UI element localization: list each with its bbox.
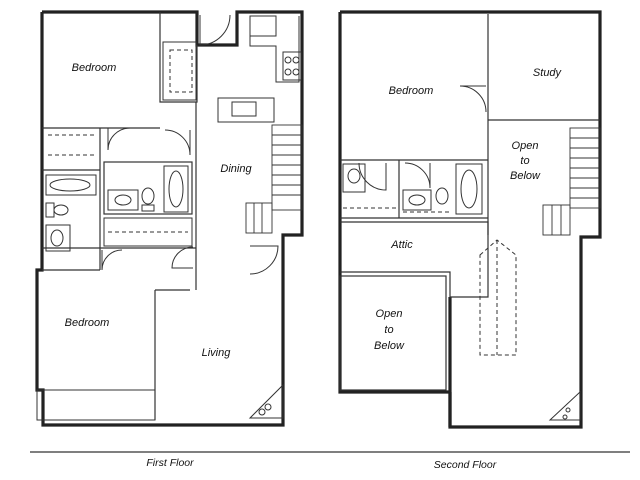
fireplace-log: [264, 403, 272, 411]
room-label-bedroom-2: Bedroom: [65, 317, 110, 329]
door-swing: [171, 246, 194, 269]
stove-burner: [292, 68, 300, 76]
closet-shelf: [169, 49, 193, 93]
room-label-dining: Dining: [220, 163, 252, 175]
stove-burner: [284, 68, 292, 76]
fireplace: [248, 383, 284, 419]
sink-basin: [408, 194, 426, 206]
toilet-bowl: [141, 187, 155, 205]
first-floor-caption: First Floor: [146, 457, 194, 469]
toilet-tank: [45, 202, 55, 218]
open-to-below-area: [339, 275, 447, 391]
sink-counter: [107, 189, 139, 211]
kitchen-island: [217, 97, 275, 123]
second-floor-plan: Bedroom Study Attic Open to Below Open t…: [338, 10, 602, 429]
door-swing: [164, 129, 191, 156]
wall: [159, 12, 198, 103]
open-to-below-label-lower-line-1: Open: [376, 308, 403, 320]
bathtub: [455, 163, 483, 215]
stove-burner: [292, 56, 300, 64]
toilet-bowl: [53, 204, 69, 216]
first-floor-outer-wall: [35, 10, 304, 427]
open-to-below-label-upper-line-3: Below: [510, 170, 541, 182]
door-swing: [199, 14, 231, 46]
room-label-bedroom-1: Bedroom: [72, 62, 117, 74]
door-swing: [404, 162, 431, 189]
bathroom-wall: [103, 161, 193, 215]
door-swing: [107, 127, 131, 151]
sink-counter: [402, 189, 432, 211]
second-floor-outer-wall: [338, 10, 602, 429]
door-swing: [358, 162, 387, 191]
attic-wall: [340, 221, 489, 298]
chimney-detail: [565, 407, 571, 413]
closet: [103, 217, 193, 247]
door-swing: [249, 245, 279, 275]
closet: [162, 41, 197, 101]
second-floor-caption: Second Floor: [434, 459, 497, 471]
chimney-detail: [562, 414, 568, 420]
open-to-below-label-upper-line-2: to: [520, 155, 529, 167]
stairs: [542, 127, 601, 236]
first-floor-plan: Bedroom Dining Bedroom Living: [35, 10, 304, 427]
door-swing: [459, 85, 487, 113]
sink-counter: [45, 224, 71, 252]
bathtub-basin: [460, 169, 478, 209]
bathtub: [163, 165, 189, 213]
toilet-tank: [141, 204, 155, 212]
door-swing: [101, 249, 123, 271]
bathtub-basin: [49, 178, 91, 192]
fireplace-log: [258, 408, 266, 416]
open-to-below-label-lower-line-3: Below: [374, 340, 405, 352]
kitchen-counter: [249, 16, 300, 83]
stairs: [245, 124, 303, 234]
open-to-below-label-lower-line-2: to: [384, 324, 393, 336]
stove-burner: [284, 56, 292, 64]
stove: [282, 51, 302, 81]
room-label-study: Study: [533, 67, 563, 79]
sink-basin: [114, 194, 132, 206]
toilet-bowl: [435, 187, 449, 205]
kitchen-sink: [231, 101, 257, 117]
room-label-attic: Attic: [390, 239, 413, 251]
bathtub-basin: [168, 170, 184, 208]
sink-basin: [347, 168, 361, 184]
sink-counter: [342, 163, 366, 193]
open-to-below-label-upper-line-1: Open: [512, 140, 539, 152]
chimney: [548, 390, 581, 421]
balcony: [36, 389, 156, 421]
bathtub: [45, 174, 97, 196]
kitchen-counter: [249, 15, 277, 37]
room-label-living: Living: [202, 347, 232, 359]
skylight-outline: [479, 239, 517, 356]
room-label-bedroom: Bedroom: [389, 85, 434, 97]
sink-basin: [50, 229, 64, 247]
